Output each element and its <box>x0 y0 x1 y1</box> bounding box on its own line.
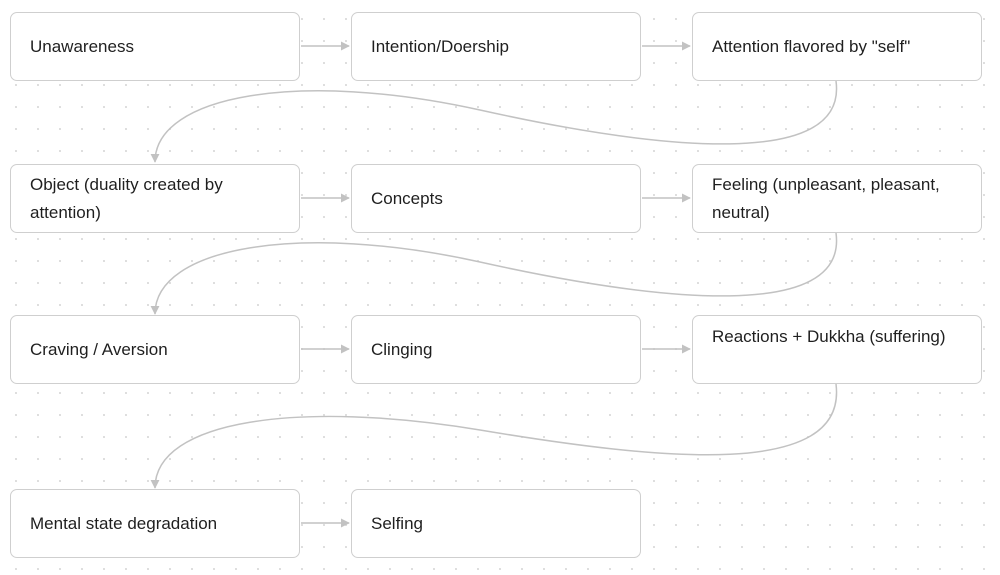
node-concepts[interactable]: Concepts <box>351 164 641 233</box>
edge-feeling-craving <box>150 232 838 315</box>
edge-attention-object <box>150 80 838 163</box>
node-clinging[interactable]: Clinging <box>351 315 641 384</box>
node-selfing[interactable]: Selfing <box>351 489 641 558</box>
node-label: Concepts <box>371 188 443 208</box>
node-label: Mental state degradation <box>30 513 218 533</box>
node-label: Attention flavored by "self" <box>712 36 911 56</box>
node-label: Craving / Aversion <box>30 339 168 359</box>
node-label: Feeling (unpleasant, pleasant, neutral) <box>712 174 940 222</box>
node-feeling[interactable]: Feeling (unpleasant, pleasant, neutral) <box>692 164 982 233</box>
node-object[interactable]: Object (duality created by attention) <box>10 164 300 233</box>
node-label: Intention/Doership <box>371 36 509 56</box>
node-mental-state-degradation[interactable]: Mental state degradation <box>10 489 300 558</box>
node-reactions-dukkha[interactable]: Reactions + Dukkha (suffering) <box>692 315 982 384</box>
node-craving-aversion[interactable]: Craving / Aversion <box>10 315 300 384</box>
edge-reactions-degradation <box>150 383 838 489</box>
node-label: Reactions + Dukkha (suffering) <box>712 327 946 346</box>
node-intention-doership[interactable]: Intention/Doership <box>351 12 641 81</box>
node-attention-flavored-by-self[interactable]: Attention flavored by "self" <box>692 12 982 81</box>
node-label: Clinging <box>371 339 433 359</box>
node-label: Unawareness <box>30 36 134 56</box>
node-label: Selfing <box>371 513 423 533</box>
node-unawareness[interactable]: Unawareness <box>10 12 300 81</box>
node-label: Object (duality created by attention) <box>30 174 223 222</box>
